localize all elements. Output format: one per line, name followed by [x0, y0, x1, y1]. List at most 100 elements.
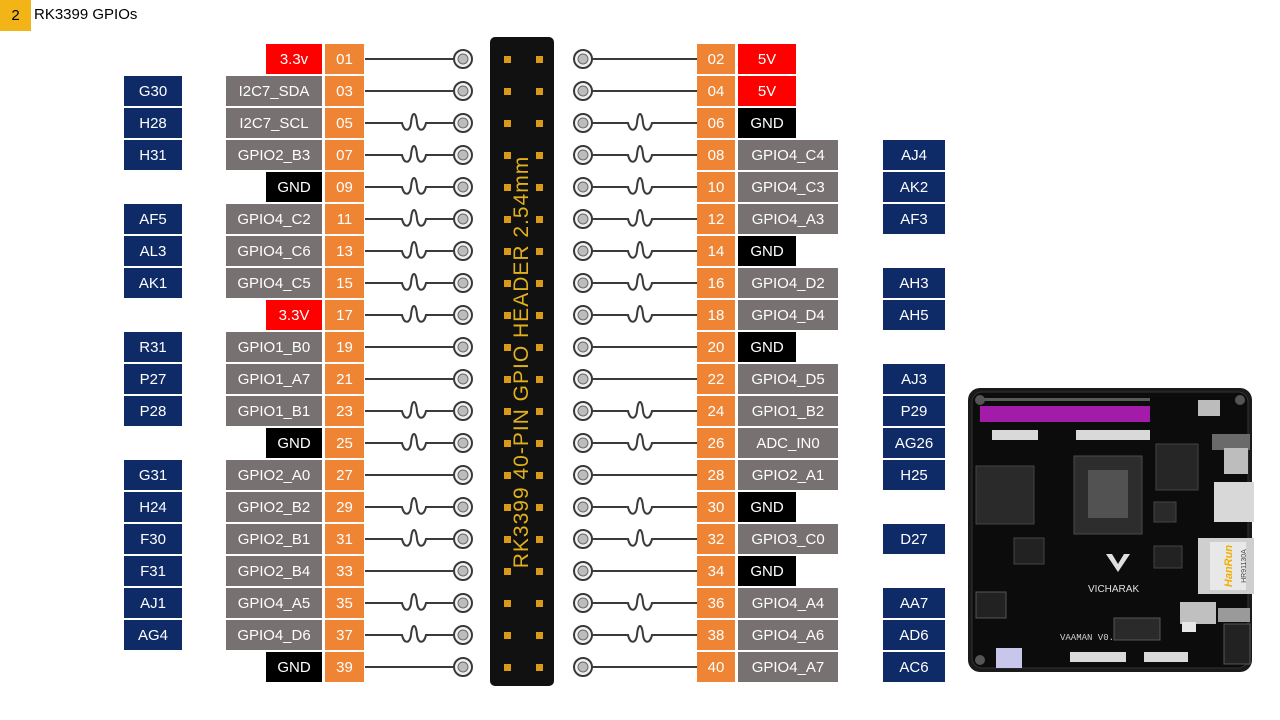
function-label-22: GPIO4_D5 — [738, 364, 838, 394]
header-label: RK3399 40-PIN GPIO HEADER 2.54mm — [510, 155, 533, 569]
ball-label-38: AD6 — [883, 620, 945, 650]
connector-node-07-core — [457, 149, 469, 161]
wire-pin-05 — [365, 113, 463, 131]
header-pin-26 — [535, 439, 543, 447]
connector-node-03-core — [457, 85, 469, 97]
wire-pin-14 — [583, 241, 697, 259]
header-pin-28 — [535, 471, 543, 479]
connector-node-14-core — [577, 245, 589, 257]
function-label-34: GND — [738, 556, 796, 586]
ball-label-31: F30 — [124, 524, 182, 554]
wire-pin-17 — [365, 305, 463, 323]
jack-brand-text: HanRun — [1223, 545, 1235, 587]
pin-number-29: 29 — [325, 492, 364, 522]
connector-node-01-core — [457, 53, 469, 65]
vaaman-board-image: HanRun HR91130A VICHARAK VAAMAN V0.3 — [968, 388, 1254, 672]
ball-label-29: H24 — [124, 492, 182, 522]
header-pin-19 — [503, 343, 511, 351]
pin-number-17: 17 — [325, 300, 364, 330]
function-label-04: 5V — [738, 76, 796, 106]
function-label-32: GPIO3_C0 — [738, 524, 838, 554]
connector-node-20-core — [577, 341, 589, 353]
ball-label-13: AL3 — [124, 236, 182, 266]
wire-pin-37 — [365, 625, 463, 643]
header-pin-13 — [503, 247, 511, 255]
ball-label-26: AG26 — [883, 428, 945, 458]
connector-node-34-core — [577, 565, 589, 577]
connector-node-05-core — [457, 117, 469, 129]
wire-pin-32 — [583, 529, 697, 547]
ball-label-15: AK1 — [124, 268, 182, 298]
header-pin-10 — [535, 183, 543, 191]
function-label-35: GPIO4_A5 — [226, 588, 322, 618]
pin-number-36: 36 — [697, 588, 735, 618]
header-pin-12 — [535, 215, 543, 223]
function-label-07: GPIO2_B3 — [226, 140, 322, 170]
ball-label-19: R31 — [124, 332, 182, 362]
function-label-29: GPIO2_B2 — [226, 492, 322, 522]
ball-label-12: AF3 — [883, 204, 945, 234]
pin-number-24: 24 — [697, 396, 735, 426]
connector-node-18-core — [577, 309, 589, 321]
ball-label-28: H25 — [883, 460, 945, 490]
header-pin-16 — [535, 279, 543, 287]
ball-label-33: F31 — [124, 556, 182, 586]
wire-pin-12 — [583, 209, 697, 227]
wire-pin-15 — [365, 273, 463, 291]
ball-label-23: P28 — [124, 396, 182, 426]
function-label-31: GPIO2_B1 — [226, 524, 322, 554]
connector-node-13-core — [457, 245, 469, 257]
pin-number-27: 27 — [325, 460, 364, 490]
pin-number-32: 32 — [697, 524, 735, 554]
connector-node-37-core — [457, 629, 469, 641]
connector-node-17-core — [457, 309, 469, 321]
ball-label-24: P29 — [883, 396, 945, 426]
wire-pin-08 — [583, 145, 697, 163]
wire-pin-06 — [583, 113, 697, 131]
function-label-24: GPIO1_B2 — [738, 396, 838, 426]
ball-label-35: AJ1 — [124, 588, 182, 618]
pin-number-06: 06 — [697, 108, 735, 138]
connector-node-10-core — [577, 181, 589, 193]
header-pin-06 — [535, 119, 543, 127]
function-label-02: 5V — [738, 44, 796, 74]
pin-number-22: 22 — [697, 364, 735, 394]
pin-number-09: 09 — [325, 172, 364, 202]
pin-number-12: 12 — [697, 204, 735, 234]
ball-label-07: H31 — [124, 140, 182, 170]
ball-label-22: AJ3 — [883, 364, 945, 394]
wire-pin-26 — [583, 433, 697, 451]
wire-pin-11 — [365, 209, 463, 227]
header-pin-25 — [503, 439, 511, 447]
connector-node-15-core — [457, 277, 469, 289]
header-pin-34 — [535, 567, 543, 575]
ball-label-18: AH5 — [883, 300, 945, 330]
wire-pin-18 — [583, 305, 697, 323]
ball-label-27: G31 — [124, 460, 182, 490]
pin-number-07: 07 — [325, 140, 364, 170]
pin-number-18: 18 — [697, 300, 735, 330]
pin-number-25: 25 — [325, 428, 364, 458]
function-label-01: 3.3v — [266, 44, 322, 74]
wire-pin-07 — [365, 145, 463, 163]
function-label-13: GPIO4_C6 — [226, 236, 322, 266]
wire-pin-24 — [583, 401, 697, 419]
pin-number-08: 08 — [697, 140, 735, 170]
function-label-11: GPIO4_C2 — [226, 204, 322, 234]
ball-label-03: G30 — [124, 76, 182, 106]
wire-pin-36 — [583, 593, 697, 611]
header-pin-40 — [535, 663, 543, 671]
connector-node-29-core — [457, 501, 469, 513]
function-label-03: I2C7_SDA — [226, 76, 322, 106]
header-pin-31 — [503, 535, 511, 543]
pin-number-40: 40 — [697, 652, 735, 682]
connector-node-02-core — [577, 53, 589, 65]
function-label-21: GPIO1_A7 — [226, 364, 322, 394]
wire-pin-10 — [583, 177, 697, 195]
ball-label-40: AC6 — [883, 652, 945, 682]
wire-pin-29 — [365, 497, 463, 515]
gpio-header-connector — [490, 37, 554, 686]
connector-node-16-core — [577, 277, 589, 289]
pin-number-39: 39 — [325, 652, 364, 682]
connector-node-31-core — [457, 533, 469, 545]
